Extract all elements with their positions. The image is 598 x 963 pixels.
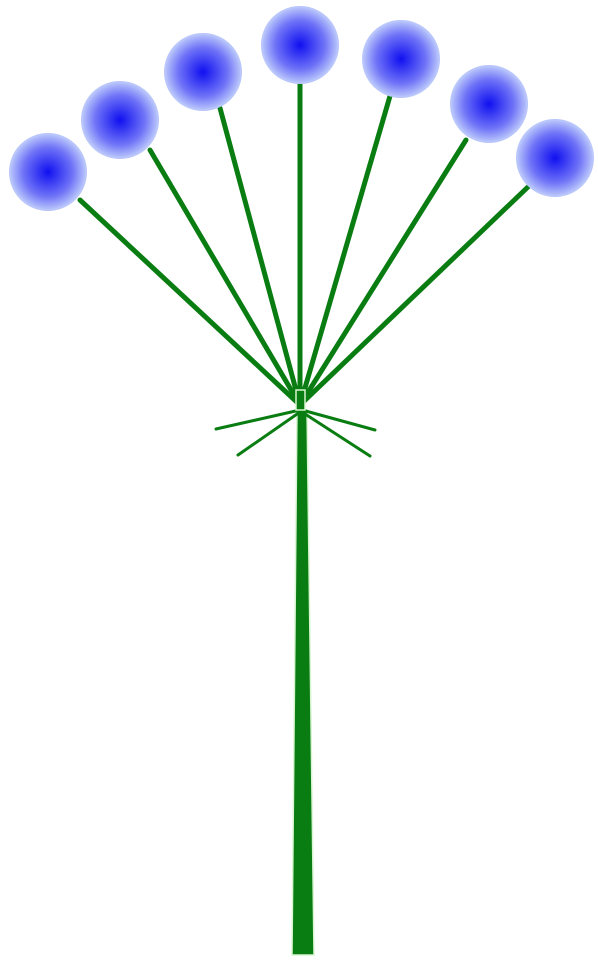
pedicel <box>80 200 300 405</box>
flower-head <box>10 134 86 210</box>
flower-head <box>451 66 527 142</box>
main-stem <box>292 410 314 955</box>
pedicel <box>220 108 300 405</box>
pedicel <box>150 150 300 405</box>
flower-head <box>82 82 158 158</box>
bracts <box>216 410 375 456</box>
flower-head <box>363 21 439 97</box>
umbel-node <box>296 390 305 410</box>
flower-head <box>165 34 241 110</box>
flower-head <box>517 120 593 196</box>
flower-head <box>262 7 338 83</box>
